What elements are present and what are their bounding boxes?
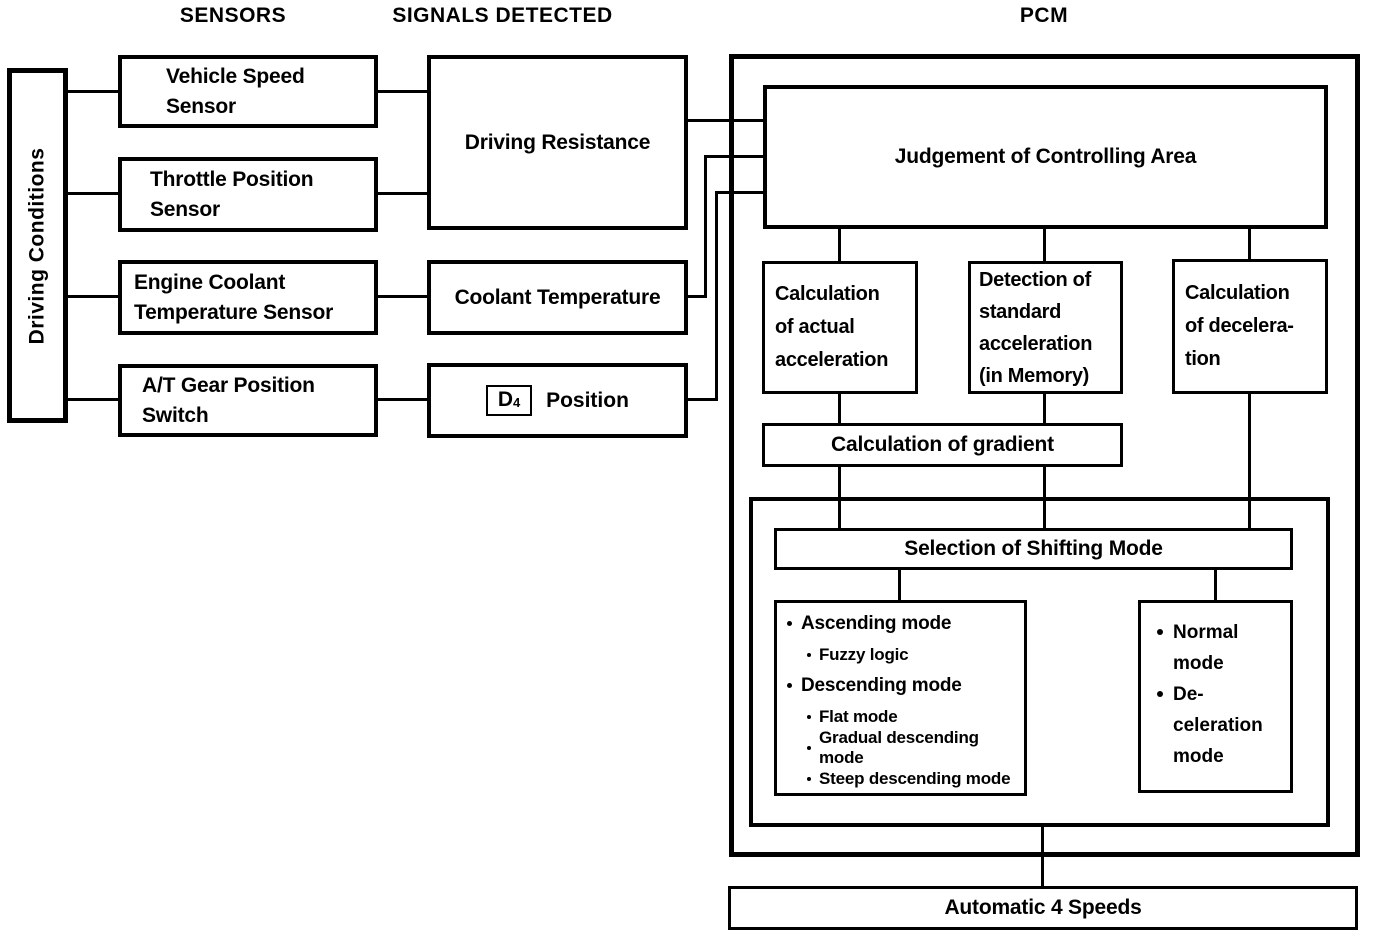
engine-coolant-label: Engine Coolant Temperature Sensor	[134, 270, 334, 324]
d4-position-label: Position	[546, 388, 629, 412]
selection-shifting-mode-label: Selection of Shifting Mode	[904, 537, 1163, 560]
shift-mode-label: Fuzzy logic	[819, 644, 909, 664]
shift-mode-label: Flat mode	[819, 706, 898, 726]
connector-line	[68, 295, 118, 298]
list-item: Steep descending mode	[777, 763, 1024, 794]
bullet-icon	[807, 745, 811, 750]
at-gear-position-label: A/T Gear Position Switch	[142, 373, 315, 427]
bullet-icon	[787, 683, 792, 688]
coolant-temperature-label: Coolant Temperature	[454, 285, 661, 309]
detection-standard-acceleration-box: Detection of standard acceleration (in M…	[968, 261, 1123, 394]
connector-line	[715, 191, 763, 194]
d4-gear-letter: D	[497, 388, 514, 411]
vehicle-speed-label: Vehicle Speed Sensor	[166, 64, 305, 118]
automatic-4-speeds-label: Automatic 4 Speeds	[944, 896, 1142, 919]
calc-deceleration-box: Calculation of decelera- tion	[1172, 259, 1328, 394]
connector-line	[1214, 570, 1217, 600]
connector-line	[688, 119, 763, 122]
selection-shifting-mode-box: Selection of Shifting Mode	[774, 528, 1293, 570]
connector-line	[838, 229, 841, 261]
sensor-box-vehicle-speed: Vehicle Speed Sensor	[118, 55, 378, 128]
bullet-icon	[1157, 691, 1163, 697]
connector-line	[688, 295, 707, 298]
header-sensors: SENSORS	[179, 4, 287, 27]
bullet-icon	[807, 652, 811, 657]
connector-line	[68, 90, 118, 93]
output-mode-label: Normal mode	[1173, 622, 1239, 674]
calc-actual-acceleration-box: Calculation of actual acceleration	[762, 261, 918, 394]
connector-line	[378, 192, 427, 195]
signal-box-coolant-temperature: Coolant Temperature	[427, 260, 688, 335]
list-item: Flat mode	[777, 701, 1024, 732]
calc-deceleration-label: Calculation of decelera- tion	[1185, 282, 1294, 370]
calc-gradient-box: Calculation of gradient	[762, 423, 1123, 467]
judgement-box: Judgement of Controlling Area	[763, 85, 1328, 229]
connector-line	[378, 90, 427, 93]
connector-line	[68, 192, 118, 195]
detection-standard-acceleration-label: Detection of standard acceleration (in M…	[979, 268, 1093, 387]
connector-line	[1041, 827, 1044, 886]
list-item: Normal mode	[1157, 617, 1290, 679]
list-item: Gradual descending mode	[777, 728, 1024, 767]
connector-line	[688, 398, 718, 401]
connector-line	[68, 398, 118, 401]
connector-line	[704, 155, 763, 158]
d4-gear-subscript: 4	[513, 395, 521, 410]
driving-conditions-label: Driving Conditions	[25, 147, 49, 344]
list-item: Fuzzy logic	[777, 639, 1024, 670]
shift-modes-box: Ascending mode Fuzzy logic Descending mo…	[774, 600, 1027, 796]
connector-line	[378, 398, 427, 401]
output-mode-label: De- celeration mode	[1173, 684, 1263, 767]
judgement-label: Judgement of Controlling Area	[894, 145, 1197, 168]
output-modes-box: Normal mode De- celeration mode	[1138, 600, 1293, 793]
list-item: De- celeration mode	[1157, 679, 1290, 772]
connector-line	[1043, 394, 1046, 423]
driving-conditions-box: Driving Conditions	[7, 68, 68, 423]
shift-mode-label: Gradual descending mode	[819, 727, 979, 767]
connector-line	[898, 570, 901, 600]
connector-line	[838, 467, 841, 528]
connector-line	[838, 394, 841, 423]
sensor-box-engine-coolant: Engine Coolant Temperature Sensor	[118, 260, 378, 335]
sensor-box-throttle-position: Throttle Position Sensor	[118, 157, 378, 232]
bullet-icon	[807, 714, 811, 719]
bullet-icon	[1157, 629, 1163, 635]
shift-mode-label: Steep descending mode	[819, 768, 1011, 788]
driving-resistance-label: Driving Resistance	[464, 130, 651, 154]
connector-line	[1248, 394, 1251, 528]
list-item: Descending mode	[777, 670, 1024, 701]
connector-line	[715, 191, 718, 401]
sensor-box-at-gear-position: A/T Gear Position Switch	[118, 364, 378, 437]
list-item: Ascending mode	[777, 608, 1024, 639]
connector-line	[1248, 229, 1251, 261]
shift-mode-label: Ascending mode	[801, 612, 952, 634]
signal-box-driving-resistance: Driving Resistance	[427, 55, 688, 230]
shift-mode-label: Descending mode	[801, 674, 962, 696]
automatic-4-speeds-box: Automatic 4 Speeds	[728, 886, 1358, 930]
connector-line	[1043, 229, 1046, 261]
throttle-position-label: Throttle Position Sensor	[150, 167, 314, 221]
bullet-icon	[807, 776, 811, 781]
calc-actual-acceleration-label: Calculation of actual acceleration	[775, 283, 889, 371]
calc-gradient-label: Calculation of gradient	[831, 433, 1054, 456]
connector-line	[378, 295, 427, 298]
header-pcm: PCM	[1019, 4, 1069, 27]
connector-line	[704, 155, 707, 298]
connector-line	[1043, 467, 1046, 528]
bullet-icon	[787, 621, 792, 626]
header-signals-detected: SIGNALS DETECTED	[392, 4, 613, 27]
